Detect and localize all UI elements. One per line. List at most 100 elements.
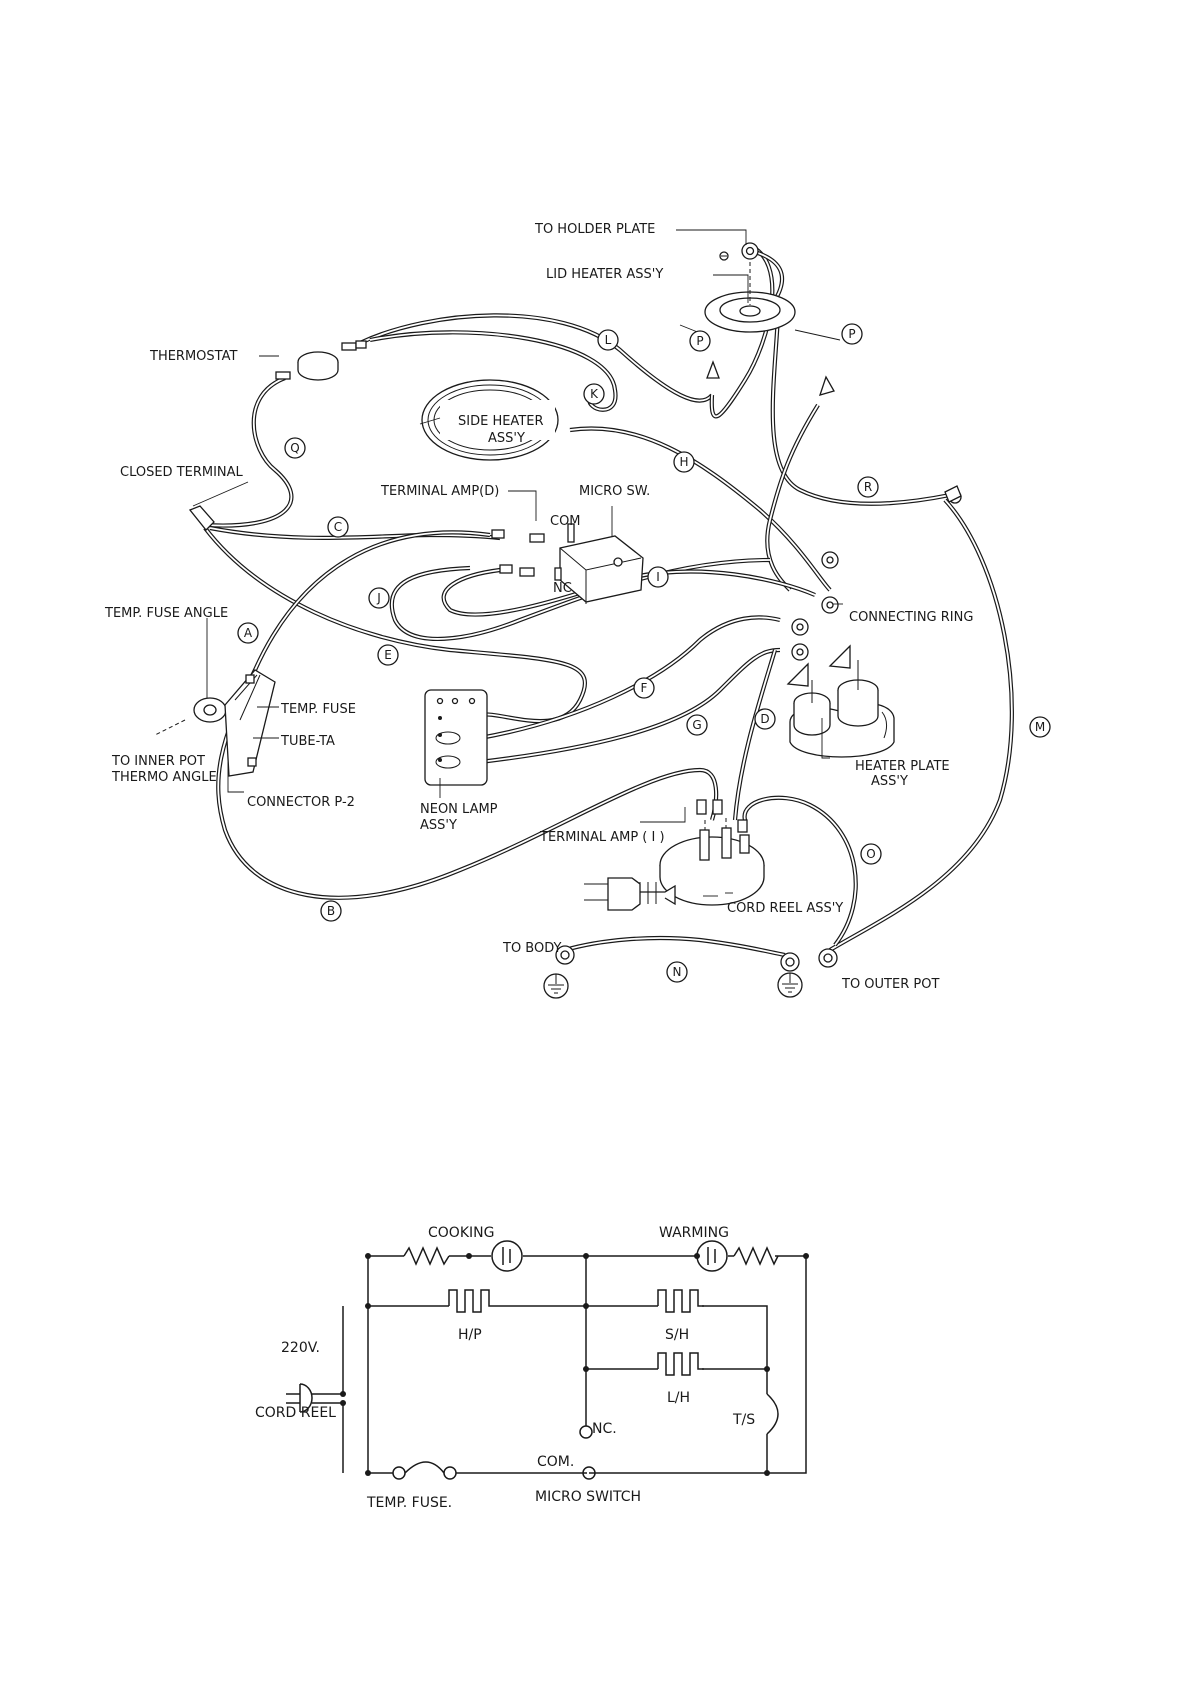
label-to-inner-pot-2: THERMO ANGLE <box>111 770 217 785</box>
label-terminal-amp-d: TERMINAL AMP(D) <box>380 484 499 499</box>
heater-hp <box>448 1289 495 1313</box>
circuit-schematic: COOKING WARMING H/P S/H L/H T/S 220V. CO… <box>255 1225 809 1511</box>
svg-text:N: N <box>673 965 682 979</box>
label-side-heater-2: ASS'Y <box>488 431 525 446</box>
wire-letter-r: R <box>857 476 879 498</box>
terminal-amp-i <box>696 799 748 833</box>
label-cord-reel-schematic: CORD REEL <box>255 1405 336 1421</box>
svg-text:P: P <box>696 334 703 348</box>
label-com: COM <box>550 514 581 529</box>
label-cord-reel: CORD REEL ASS'Y <box>727 901 843 916</box>
cord-reel <box>584 818 765 911</box>
svg-text:E: E <box>384 648 392 662</box>
ground-symbol-outer-pot <box>777 972 803 998</box>
lamp-cooking <box>491 1240 523 1272</box>
label-nc-schematic: NC. <box>592 1421 617 1437</box>
heater-sh <box>657 1289 704 1313</box>
heater-lh <box>657 1352 704 1376</box>
svg-text:Q: Q <box>290 441 299 455</box>
wire-letter-o: O <box>860 843 882 865</box>
junction-dots <box>340 1253 809 1476</box>
wire-letter-markers: A B C D E F G H I J K L M N O P P Q R <box>237 323 1051 983</box>
svg-text:J: J <box>376 591 381 605</box>
wire-letter-m: M <box>1029 716 1051 738</box>
wire-letter-d: D <box>754 708 776 730</box>
micro-switch-symbol <box>579 1425 596 1480</box>
wiring-diagram: A B C D E F G H I J K L M N O P P Q R TO… <box>104 222 1051 999</box>
lamp-warming <box>696 1240 728 1272</box>
label-heater-plate-2: ASS'Y <box>871 774 908 789</box>
label-closed-terminal: CLOSED TERMINAL <box>120 465 244 480</box>
schematic-labels: COOKING WARMING H/P S/H L/H T/S 220V. CO… <box>255 1225 755 1511</box>
label-micro-sw: MICRO SW. <box>579 484 650 499</box>
ground-symbol-body <box>543 973 569 999</box>
temp-fuse-symbol <box>392 1461 457 1480</box>
wire-letter-l: L <box>597 329 619 351</box>
label-lh: L/H <box>667 1390 690 1406</box>
leader-lines <box>192 229 843 897</box>
label-heater-plate-1: HEATER PLATE <box>855 759 950 774</box>
resistor-warming <box>733 1246 779 1266</box>
label-hp: H/P <box>458 1327 482 1343</box>
label-lid-heater: LID HEATER ASS'Y <box>546 267 663 282</box>
wire-letter-a: A <box>237 622 259 644</box>
wire-letter-f: F <box>633 677 655 699</box>
connecting-rings <box>791 485 962 661</box>
wire-letter-g: G <box>686 714 708 736</box>
heater-plate <box>786 644 895 758</box>
label-neon-lamp-2: ASS'Y <box>420 818 457 833</box>
wire-letter-p-right: P <box>841 323 863 345</box>
wire-letter-n: N <box>666 961 688 983</box>
svg-text:G: G <box>692 718 701 732</box>
wire-letter-c: C <box>327 516 349 538</box>
micro-switch <box>554 523 644 604</box>
wire-letter-b: B <box>320 900 342 922</box>
svg-text:L: L <box>605 333 612 347</box>
svg-text:I: I <box>656 570 660 584</box>
svg-text:R: R <box>864 480 872 494</box>
label-tube-ta: TUBE-TA <box>280 734 335 749</box>
neon-lamp <box>424 689 488 786</box>
wire-letter-i: I <box>647 566 669 588</box>
resistor-cooking <box>403 1246 450 1266</box>
wire-letter-j: J <box>368 587 390 609</box>
wire-letter-h: H <box>673 451 695 473</box>
label-to-holder-plate: TO HOLDER PLATE <box>534 222 655 237</box>
ground-terminals <box>555 945 838 972</box>
wires <box>203 243 1014 958</box>
label-warming: WARMING <box>659 1225 729 1241</box>
label-micro-switch-schematic: MICRO SWITCH <box>535 1489 641 1505</box>
svg-text:F: F <box>641 681 648 695</box>
label-to-outer-pot: TO OUTER POT <box>841 977 939 992</box>
svg-text:M: M <box>1035 720 1045 734</box>
wire-letter-p-left: P <box>689 330 711 352</box>
temp-fuse-assembly <box>154 669 276 777</box>
closed-terminal <box>188 505 215 531</box>
wire-letter-q: Q <box>284 437 306 459</box>
svg-text:K: K <box>590 387 599 401</box>
svg-text:O: O <box>866 847 875 861</box>
label-side-heater-1: SIDE HEATER <box>458 414 544 429</box>
label-ts: T/S <box>732 1412 755 1428</box>
terminal-amp-d <box>491 529 545 577</box>
label-connector-p2: CONNECTOR P-2 <box>247 795 355 810</box>
holder-plate-terminal <box>719 242 759 261</box>
svg-text:A: A <box>244 626 253 640</box>
label-sh: S/H <box>665 1327 689 1343</box>
svg-text:H: H <box>679 455 688 469</box>
component-labels: TO HOLDER PLATE LID HEATER ASS'Y THERMOS… <box>104 222 973 992</box>
svg-text:C: C <box>334 520 342 534</box>
svg-text:D: D <box>760 712 769 726</box>
thermostat-switch <box>766 1393 779 1435</box>
label-to-inner-pot-1: TO INNER POT <box>111 754 205 769</box>
wire-letter-e: E <box>377 644 399 666</box>
svg-text:B: B <box>327 904 335 918</box>
thermostat <box>275 340 367 381</box>
lid-heater <box>704 262 796 333</box>
svg-text:P: P <box>848 327 855 341</box>
plug-symbol <box>286 1306 344 1473</box>
wire-letter-k: K <box>583 383 605 405</box>
label-neon-lamp-1: NEON LAMP <box>420 802 498 817</box>
